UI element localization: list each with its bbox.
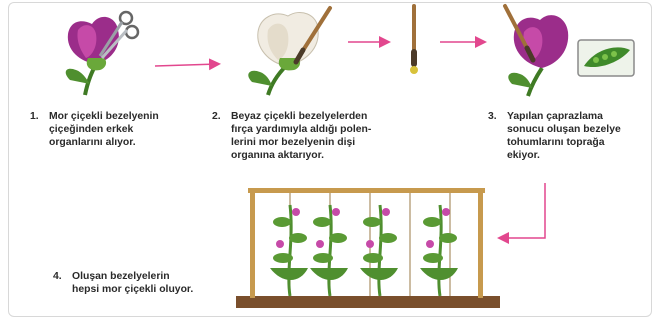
- step-text: Beyaz çiçekli bezelyelerden fırça yardım…: [231, 110, 371, 162]
- step-number: 4.: [53, 270, 62, 283]
- pollen-brush-icon: [410, 6, 418, 74]
- step-number: 2.: [212, 110, 221, 123]
- step-text: Mor çiçekli bezelyenin çiçeğinden erkek …: [49, 110, 159, 149]
- white-flower-icon: [248, 12, 318, 95]
- arrow-down-left-icon: [500, 183, 545, 238]
- pea-pod-icon: [578, 40, 634, 76]
- pea-garden-icon: [236, 188, 500, 308]
- arrow-right-icon: [155, 64, 218, 66]
- purple-flower-icon: [66, 17, 119, 95]
- step-text: Oluşan bezelyelerin hepsi mor çiçekli ol…: [72, 270, 193, 296]
- step-number: 1.: [30, 110, 39, 123]
- step-text: Yapılan çaprazlama sonucu oluşan bezelye…: [507, 110, 621, 162]
- step-number: 3.: [488, 110, 497, 123]
